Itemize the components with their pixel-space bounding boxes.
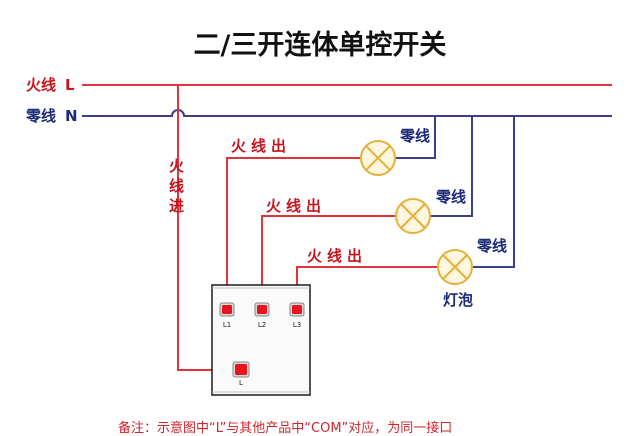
live-out-label-2: 火线出 xyxy=(266,197,326,215)
terminal-l2-label: L2 xyxy=(258,321,266,329)
live-in-char-2: 线 xyxy=(169,177,184,195)
neutral-line-label: 零线 xyxy=(25,107,56,125)
terminal-l1 xyxy=(219,302,235,317)
live-out-label-3: 火线出 xyxy=(307,247,367,265)
neutral-main-line xyxy=(82,109,612,117)
live-out-wire-3 xyxy=(296,266,437,308)
live-line-letter: L xyxy=(65,76,75,94)
terminal-common xyxy=(232,361,250,378)
lamp-label: 灯泡 xyxy=(443,291,473,309)
neutral-label-3: 零线 xyxy=(476,237,507,255)
live-line-label: 火线 xyxy=(26,76,56,94)
neutral-line-letter: N xyxy=(65,107,78,125)
diagram-title: 二/三开连体单控开关 xyxy=(194,29,447,61)
footnote: 备注：示意图中“L”与其他产品中“COM”对应，为同一接口 xyxy=(118,420,452,436)
terminal-l3 xyxy=(289,302,305,317)
live-out-wire-1 xyxy=(226,157,361,308)
terminal-l2 xyxy=(254,302,270,317)
neutral-label-1: 零线 xyxy=(399,127,430,145)
neutral-return-wire-2 xyxy=(430,116,473,217)
neutral-return-wire-3 xyxy=(473,116,515,268)
live-out-label-1: 火线出 xyxy=(231,137,291,155)
lamp-3-icon xyxy=(437,249,473,285)
neutral-return-wire-1 xyxy=(395,116,436,159)
terminal-l3-label: L3 xyxy=(293,321,301,329)
live-in-char-3: 进 xyxy=(169,197,184,215)
switch-body xyxy=(211,284,311,396)
live-in-char-1: 火 xyxy=(169,157,185,175)
neutral-label-2: 零线 xyxy=(435,188,466,206)
lamp-2-icon xyxy=(395,198,431,234)
terminal-common-label: L xyxy=(239,379,243,387)
terminal-l1-label: L1 xyxy=(223,321,231,329)
lamp-1-icon xyxy=(360,140,396,176)
live-out-wire-2 xyxy=(261,215,396,308)
